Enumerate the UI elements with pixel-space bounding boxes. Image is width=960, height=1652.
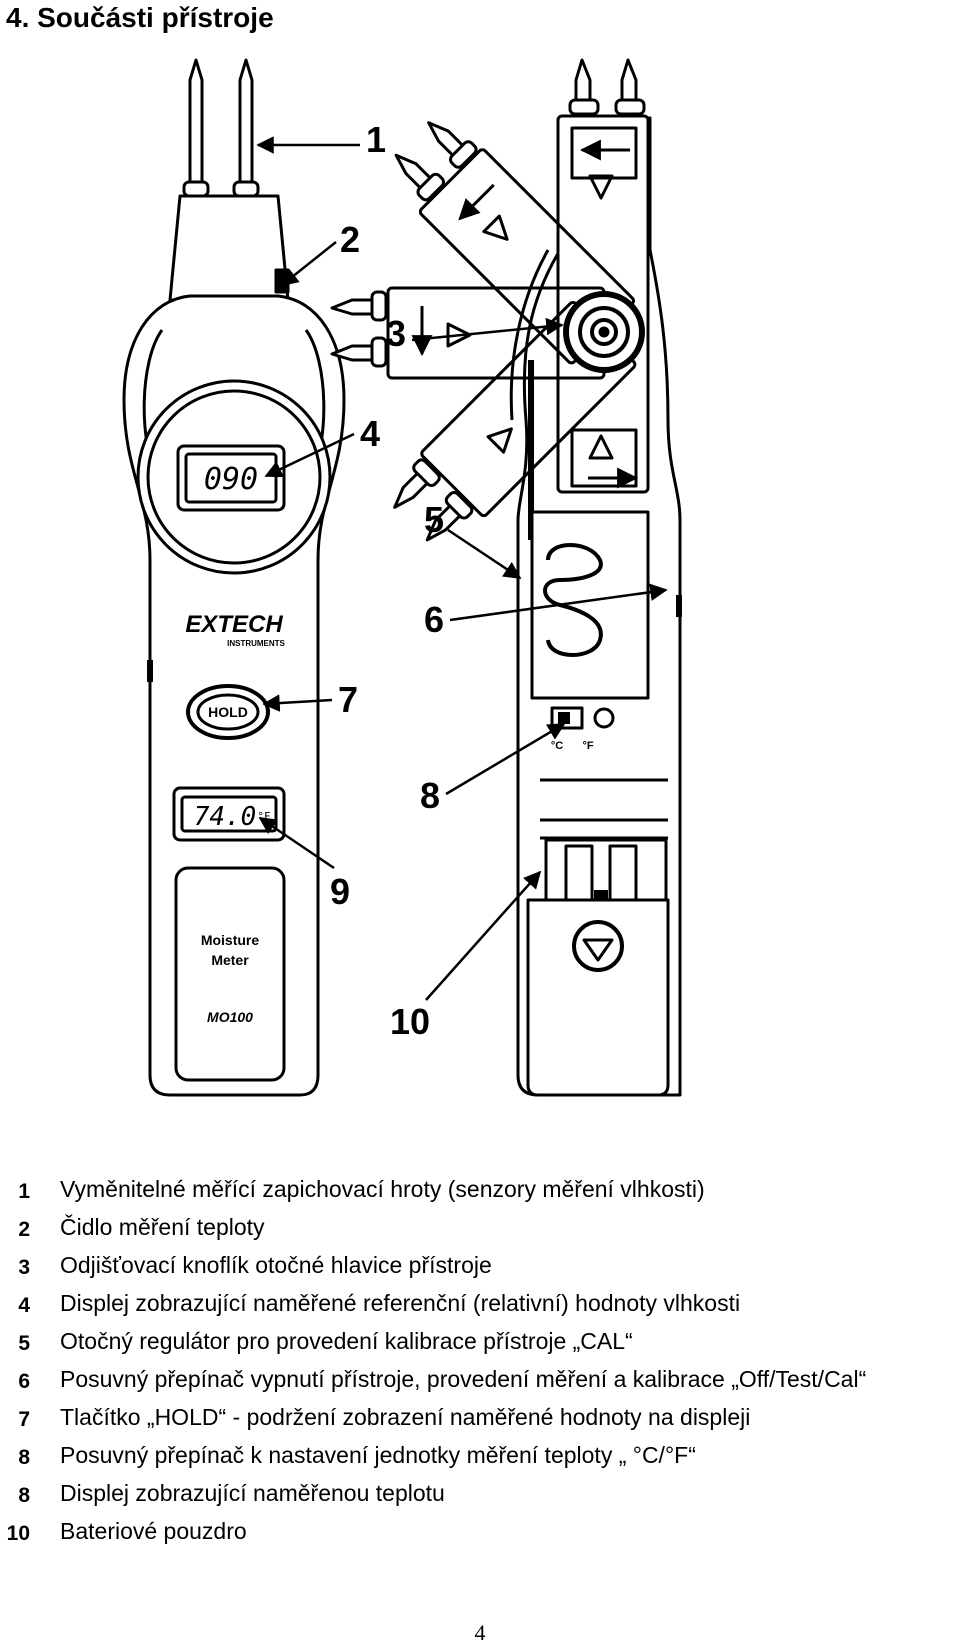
legend-text: Tlačítko „HOLD“ - podržení zobrazení nam… [60,1404,751,1430]
legend-item: 6 Posuvný přepínač vypnutí přístroje, pr… [0,1362,960,1400]
callout-1: 1 [366,119,386,160]
front-view-device: 090 EXTECH INSTRUMENTS HOLD 74.0 °F Mois… [122,58,346,1097]
legend-item: 2 Čidlo měření teploty [0,1210,960,1248]
main-display-value: 090 [204,462,258,497]
unit-switch-f-label: °F [582,740,593,752]
page-number: 4 [474,1620,486,1645]
legend-item: 8 Posuvný přepínač k nastavení jednotky … [0,1438,960,1476]
legend-number: 6 [18,1370,30,1393]
legend-number: 10 [6,1522,30,1545]
legend-item: 10 Bateriové pouzdro [0,1514,960,1552]
battery-cover[interactable] [526,898,670,1097]
sensor-pins [182,58,260,198]
hold-button-label: HOLD [208,704,248,720]
panel-line1: Moisture [201,932,260,948]
legend-text: Otočný regulátor pro provedení kalibrace… [60,1328,633,1354]
callout-10: 10 [390,1001,430,1042]
legend-item: 7 Tlačítko „HOLD“ - podržení zobrazení n… [0,1400,960,1438]
legend-item: 3 Odjišťovací knoflík otočné hlavice pří… [0,1248,960,1286]
legend-text: Vyměnitelné měřící zapichovací hroty (se… [60,1176,705,1202]
calibration-dial[interactable] [543,543,603,657]
legend-item: 5 Otočný regulátor pro provedení kalibra… [0,1324,960,1362]
callout-2: 2 [340,219,360,260]
temperature-display-value: 74.0 [194,802,257,832]
brand-logo: EXTECH [185,611,283,638]
legend-number: 4 [18,1294,30,1317]
callouts: 1 2 3 4 5 6 7 8 9 10 [256,119,668,1042]
temperature-display [172,786,286,842]
brand-sub-logo: INSTRUMENTS [227,639,285,648]
callout-9: 9 [330,871,350,912]
legend-text: Odjišťovací knoflík otočné hlavice příst… [60,1252,492,1278]
legend-number: 2 [18,1218,30,1241]
callout-8: 8 [420,775,440,816]
legend-item: 1 Vyměnitelné měřící zapichovací hroty (… [0,1172,960,1210]
legend-number: 5 [18,1332,30,1355]
legend-text: Posuvný přepínač vypnutí přístroje, prov… [60,1366,867,1392]
model-label: MO100 [207,1009,253,1025]
legend-text: Displej zobrazující naměřené referenční … [60,1290,741,1316]
callout-6: 6 [424,599,444,640]
legend-text: Posuvný přepínač k nastavení jednotky mě… [60,1442,696,1468]
probe-head [168,194,290,302]
legend-text: Bateriové pouzdro [60,1518,247,1544]
panel-line2: Meter [211,952,249,968]
label-panel [174,866,286,1082]
callout-7: 7 [338,679,358,720]
legend-text: Displej zobrazující naměřenou teplotu [60,1480,445,1506]
legend-item: 8 Displej zobrazující naměřenou teplotu [0,1476,960,1514]
legend-item: 4 Displej zobrazující naměřené referenčn… [0,1286,960,1324]
callout-5: 5 [424,499,444,540]
main-display [176,444,286,512]
legend-number: 1 [18,1180,30,1203]
legend-number: 3 [18,1256,30,1279]
legend-text: Čidlo měření teploty [60,1214,265,1240]
legend-number: 8 [18,1446,30,1469]
side-view-device: °C °F [330,58,682,1097]
section-heading: 4. Součásti přístroje [6,2,274,33]
device-figure: 090 EXTECH INSTRUMENTS HOLD 74.0 °F Mois… [122,58,682,1097]
callout-4: 4 [360,413,380,454]
unit-switch-c-label: °C [551,740,563,752]
callout-3: 3 [386,313,406,354]
legend-number: 7 [18,1408,30,1431]
legend-number: 8 [18,1484,30,1507]
